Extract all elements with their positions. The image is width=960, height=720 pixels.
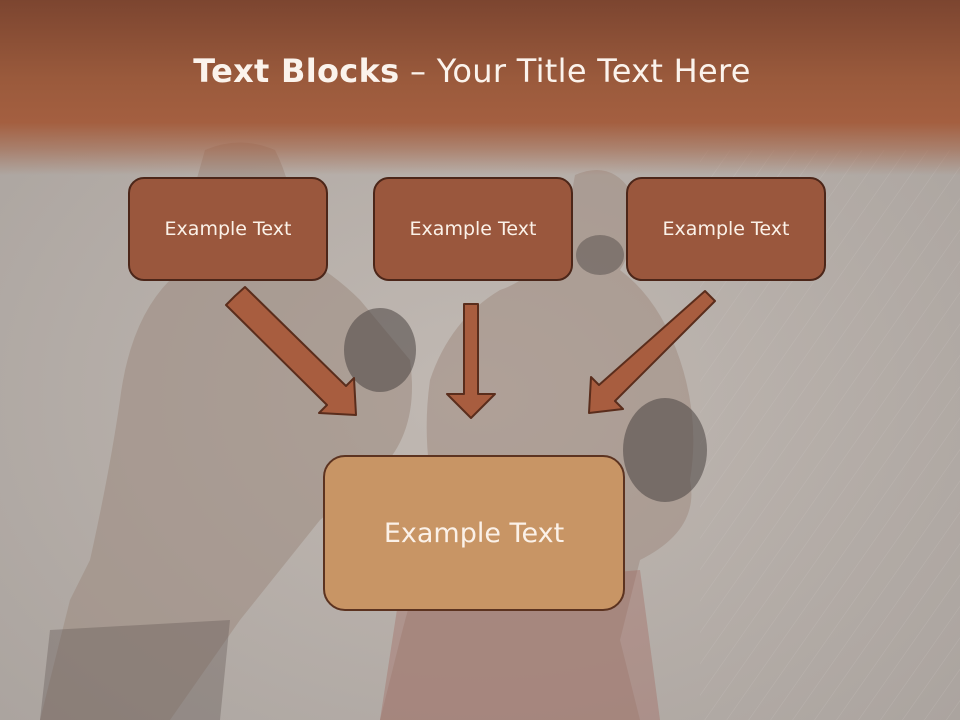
title-rest-part: – Your Title Text Here	[399, 52, 751, 90]
text-block-left[interactable]: Example Text	[128, 177, 328, 281]
text-block-right[interactable]: Example Text	[626, 177, 826, 281]
text-block-middle[interactable]: Example Text	[373, 177, 573, 281]
slide-title: Text Blocks – Your Title Text Here	[0, 52, 944, 90]
header-band	[0, 0, 960, 175]
arrow-middle	[446, 303, 496, 419]
arrow-left	[225, 286, 357, 416]
title-bold-part: Text Blocks	[193, 52, 400, 90]
text-block-bottom[interactable]: Example Text	[323, 455, 625, 611]
arrow-right	[588, 290, 716, 414]
